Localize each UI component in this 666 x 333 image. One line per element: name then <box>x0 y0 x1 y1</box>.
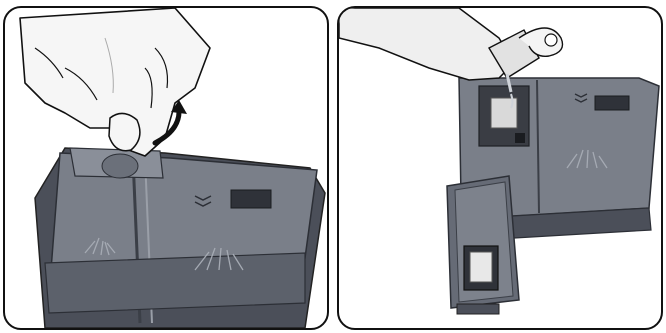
dispenser-body <box>35 148 325 328</box>
dispenser-lid-open <box>447 176 519 314</box>
hand-illustration <box>20 8 210 156</box>
panel-open-lid <box>3 6 329 330</box>
panel-right-illustration <box>339 8 661 328</box>
panel-fill-rinse-aid <box>337 6 663 330</box>
panel-left-illustration <box>5 8 327 328</box>
